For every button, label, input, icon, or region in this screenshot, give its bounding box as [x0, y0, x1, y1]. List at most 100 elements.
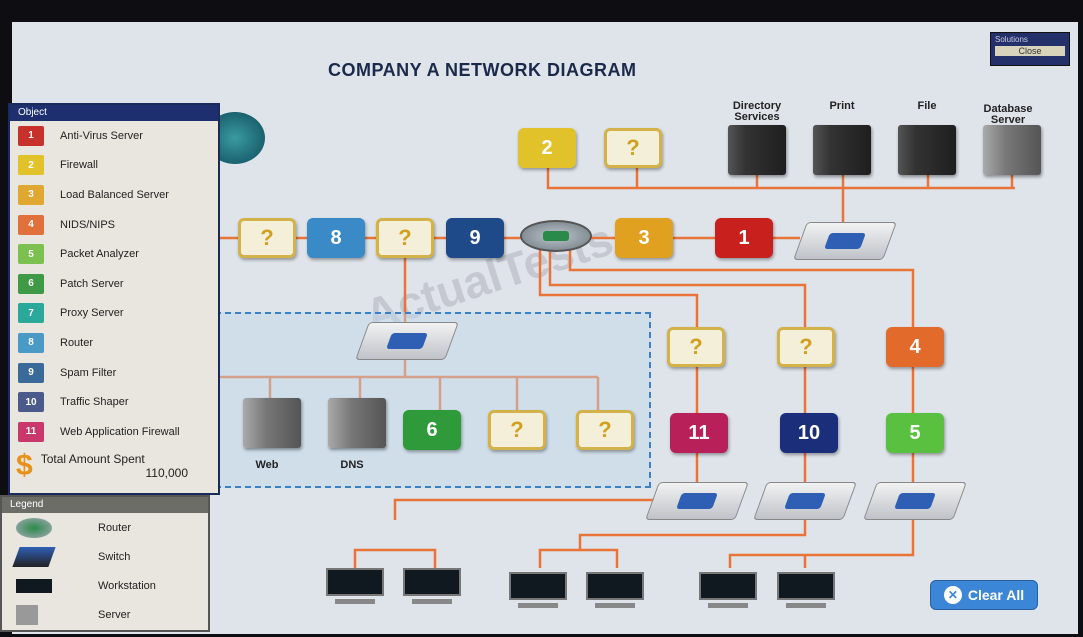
legend-item-workstation: Workstation [2, 571, 208, 600]
object-label: Proxy Server [60, 307, 124, 320]
object-label: Spam Filter [60, 366, 117, 379]
object-label: NIDS/NIPS [60, 218, 116, 231]
object-item[interactable]: 3 Load Balanced Server [10, 180, 218, 210]
close-icon: ✕ [943, 586, 962, 604]
slot-antivirus-1[interactable]: 1 [715, 218, 773, 258]
solutions-header: Solutions [995, 35, 1028, 44]
object-item[interactable]: 11 Web Application Firewall [10, 417, 218, 447]
web-server [243, 398, 301, 448]
object-number-badge[interactable]: 4 [18, 214, 44, 235]
object-panel-header: Object [10, 105, 218, 121]
file-server [898, 125, 956, 175]
server-icon [16, 604, 38, 625]
legend-item-switch: Switch [2, 542, 208, 571]
object-number-badge[interactable]: 10 [18, 392, 44, 413]
legend-item-router: Router [2, 513, 208, 542]
file-label: File [917, 100, 937, 112]
access-switch [645, 482, 749, 520]
total-label: Total Amount Spent [40, 451, 145, 466]
slot-empty[interactable]: ? [777, 327, 835, 367]
clear-all-label: Clear All [967, 587, 1025, 603]
legend-panel: Legend Router Switch Workstation Server [0, 495, 210, 632]
object-item[interactable]: 5 Packet Analyzer [10, 239, 218, 269]
slot-empty[interactable]: ? [376, 218, 434, 258]
object-number-badge[interactable]: 2 [18, 155, 44, 176]
legend-header: Legend [2, 497, 208, 513]
object-number-badge[interactable]: 11 [18, 421, 44, 442]
core-router [520, 220, 592, 252]
object-number-badge[interactable]: 6 [18, 273, 44, 294]
total-amount: $ Total Amount Spent 110,000 [10, 449, 218, 483]
object-item[interactable]: 8 Router [10, 328, 218, 358]
slot-firewall-2[interactable]: 2 [518, 128, 576, 168]
workstation [403, 568, 461, 608]
access-switch [753, 482, 857, 520]
object-number-badge[interactable]: 3 [18, 184, 44, 205]
web-label: Web [255, 459, 279, 471]
legend-label: Router [98, 521, 132, 534]
dmz-switch [355, 322, 459, 360]
object-item[interactable]: 10 Traffic Shaper [10, 387, 218, 417]
print-label: Print [829, 100, 855, 112]
slot-spam-filter-9[interactable]: 9 [446, 218, 504, 258]
workstation-icon [16, 578, 52, 593]
close-button[interactable]: Close [995, 46, 1065, 56]
object-number-badge[interactable]: 5 [18, 244, 44, 265]
object-item[interactable]: 1 Anti-Virus Server [10, 121, 218, 151]
object-label: Load Balanced Server [60, 188, 169, 201]
object-label: Firewall [60, 159, 98, 172]
solutions-box: Solutions Close [990, 32, 1070, 66]
slot-traffic-shaper-10[interactable]: 10 [780, 413, 838, 453]
object-number-badge[interactable]: 8 [18, 332, 44, 353]
slot-nids-4[interactable]: 4 [886, 327, 944, 367]
workstation [326, 568, 384, 608]
object-item[interactable]: 9 Spam Filter [10, 358, 218, 388]
object-label: Web Application Firewall [60, 425, 180, 438]
legend-label: Workstation [98, 579, 156, 592]
dns-label: DNS [340, 459, 364, 471]
slot-empty[interactable]: ? [238, 218, 296, 258]
workstation [509, 572, 567, 612]
object-item[interactable]: 6 Patch Server [10, 269, 218, 299]
page-title: COMPANY A NETWORK DIAGRAM [328, 60, 637, 80]
slot-patch-6[interactable]: 6 [403, 410, 461, 450]
directory-label: Directory Services [732, 100, 782, 123]
directory-server [728, 125, 786, 175]
total-value: 110,000 [145, 465, 189, 480]
object-number-badge[interactable]: 1 [18, 125, 44, 146]
workstation [699, 572, 757, 612]
slot-empty[interactable]: ? [488, 410, 546, 450]
object-item[interactable]: 7 Proxy Server [10, 299, 218, 329]
slot-packet-analyzer-5[interactable]: 5 [886, 413, 944, 453]
workstation [586, 572, 644, 612]
server-switch [793, 222, 897, 260]
object-label: Anti-Virus Server [60, 129, 143, 142]
workstation [777, 572, 835, 612]
object-label: Packet Analyzer [60, 248, 139, 261]
legend-label: Server [98, 608, 131, 621]
legend-label: Switch [98, 550, 131, 563]
object-number-badge[interactable]: 9 [18, 362, 44, 383]
object-label: Traffic Shaper [60, 396, 129, 409]
slot-empty[interactable]: ? [576, 410, 634, 450]
object-number-badge[interactable]: 7 [18, 303, 44, 324]
database-server [983, 125, 1041, 175]
object-item[interactable]: 2 Firewall [10, 151, 218, 181]
slot-empty[interactable]: ? [604, 128, 662, 168]
router-icon [16, 517, 52, 538]
slot-router-8[interactable]: 8 [307, 218, 365, 258]
slot-empty[interactable]: ? [667, 327, 725, 367]
print-server [813, 125, 871, 175]
legend-item-server: Server [2, 600, 208, 629]
object-panel: Object 1 Anti-Virus Server 2 Firewall 3 Load … [8, 103, 220, 495]
database-label: Database Server [983, 103, 1033, 126]
clear-all-button[interactable]: ✕ Clear All [930, 580, 1038, 610]
object-label: Patch Server [60, 277, 124, 290]
access-switch [863, 482, 967, 520]
slot-waf-11[interactable]: 11 [670, 413, 728, 453]
slot-load-balanced-3[interactable]: 3 [615, 218, 673, 258]
object-label: Router [60, 336, 94, 349]
object-item[interactable]: 4 NIDS/NIPS [10, 210, 218, 240]
switch-icon [12, 546, 56, 567]
dns-server [328, 398, 386, 448]
